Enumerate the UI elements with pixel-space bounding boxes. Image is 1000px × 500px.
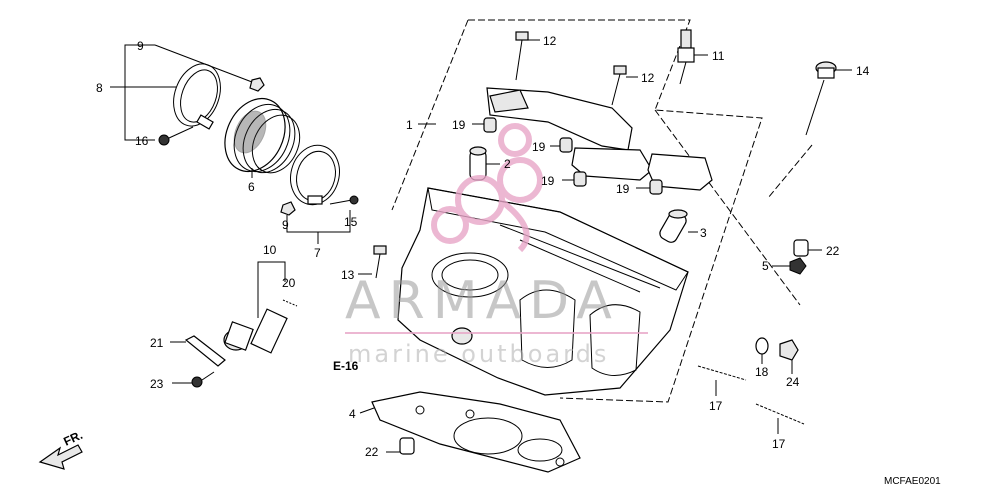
dowel-pin-19b[interactable] bbox=[559, 137, 573, 153]
callout-8: 8 bbox=[96, 81, 103, 95]
assembly-outline-left bbox=[391, 19, 469, 211]
callout-10: 10 bbox=[263, 243, 277, 257]
head-gasket-4[interactable] bbox=[371, 391, 581, 473]
callout-19c: 19 bbox=[541, 174, 555, 188]
callout-line-8-group bbox=[124, 44, 155, 141]
callout-line-10-group bbox=[257, 261, 286, 318]
callout-1: 1 bbox=[406, 118, 413, 132]
section-reference: E-16 bbox=[333, 359, 359, 373]
bolt-12-lower[interactable] bbox=[611, 65, 627, 106]
nut-5[interactable] bbox=[789, 257, 807, 275]
callout-15: 15 bbox=[344, 215, 358, 229]
nut-24[interactable] bbox=[779, 339, 799, 361]
callout-19b: 19 bbox=[532, 140, 546, 154]
cylinder-head-1[interactable] bbox=[397, 187, 689, 396]
bolt-15[interactable] bbox=[329, 195, 359, 205]
assembly-outline-right bbox=[654, 109, 801, 306]
callout-13: 13 bbox=[341, 268, 355, 282]
bolt-14[interactable] bbox=[805, 61, 837, 136]
camshaft-holder-right[interactable] bbox=[647, 153, 713, 191]
callout-5: 5 bbox=[762, 259, 769, 273]
callout-19d: 19 bbox=[616, 182, 630, 196]
watermark-brand: ARMADA bbox=[345, 271, 620, 331]
diagram-code: MCFAE0201 bbox=[884, 476, 941, 487]
callout-line-7-group bbox=[286, 210, 351, 233]
callout-18: 18 bbox=[755, 365, 769, 379]
callout-line-9-upper bbox=[154, 44, 253, 83]
washer-18[interactable] bbox=[755, 337, 769, 355]
callout-12-lower: 12 bbox=[641, 71, 655, 85]
callout-22-upper: 22 bbox=[826, 244, 840, 258]
watermark: ARMADA marine outboards bbox=[345, 123, 648, 368]
callout-19a: 19 bbox=[452, 118, 466, 132]
callout-11: 11 bbox=[712, 49, 725, 63]
callout-2: 2 bbox=[504, 157, 511, 171]
assembly-outline bbox=[468, 19, 763, 403]
collar-22-lower[interactable] bbox=[399, 437, 415, 455]
callout-24: 24 bbox=[786, 375, 800, 389]
nut-9-lower[interactable] bbox=[280, 201, 296, 216]
callout-21: 21 bbox=[150, 336, 164, 350]
front-arrow-icon bbox=[38, 444, 83, 470]
callout-4: 4 bbox=[349, 407, 356, 421]
callout-20: 20 bbox=[282, 276, 296, 290]
watermark-flower-icon bbox=[431, 123, 543, 253]
bolt-14-guide bbox=[767, 144, 813, 199]
callout-3: 3 bbox=[700, 226, 707, 240]
callout-line-4 bbox=[359, 407, 375, 414]
intake-boot-6[interactable] bbox=[214, 89, 309, 182]
bolt-16[interactable] bbox=[158, 126, 194, 146]
guide-3[interactable] bbox=[658, 209, 689, 245]
sensor-10[interactable] bbox=[223, 308, 288, 354]
stud-17-upper[interactable] bbox=[697, 365, 747, 381]
camshaft-holder-middle[interactable] bbox=[571, 147, 653, 181]
callout-23: 23 bbox=[150, 377, 164, 391]
callout-9-lower: 9 bbox=[282, 218, 289, 232]
stud-17-lower[interactable] bbox=[755, 403, 805, 425]
collar-22-upper[interactable] bbox=[793, 239, 809, 257]
callout-17-lower: 17 bbox=[772, 437, 786, 451]
callout-7: 7 bbox=[314, 246, 321, 260]
callout-6: 6 bbox=[248, 180, 255, 194]
callout-14: 14 bbox=[856, 64, 870, 78]
callout-16: 16 bbox=[135, 134, 149, 148]
bolt-12-upper[interactable] bbox=[515, 31, 529, 81]
nut-9-upper[interactable] bbox=[249, 77, 265, 92]
watermark-tagline: marine outboards bbox=[348, 340, 609, 368]
dowel-pin-19c[interactable] bbox=[573, 171, 587, 187]
bolt-23[interactable] bbox=[191, 371, 215, 388]
camshaft-holder-upper[interactable] bbox=[486, 87, 633, 151]
front-indicator: FR. bbox=[61, 428, 84, 449]
guide-2[interactable] bbox=[469, 146, 487, 181]
dowel-pin-19a[interactable] bbox=[483, 117, 497, 133]
bracket-21[interactable] bbox=[184, 335, 226, 367]
band-clamp-8[interactable] bbox=[165, 57, 228, 132]
dowel-pin-19d[interactable] bbox=[649, 179, 663, 195]
bolt-13[interactable] bbox=[373, 245, 387, 279]
o-ring-20[interactable] bbox=[282, 299, 298, 307]
band-clamp-7[interactable] bbox=[284, 140, 346, 210]
callout-12-upper: 12 bbox=[543, 34, 557, 48]
callout-17-upper: 17 bbox=[709, 399, 723, 413]
callout-9-upper: 9 bbox=[137, 39, 144, 53]
callout-22-lower: 22 bbox=[365, 445, 379, 459]
spark-plug-11[interactable] bbox=[677, 29, 695, 85]
